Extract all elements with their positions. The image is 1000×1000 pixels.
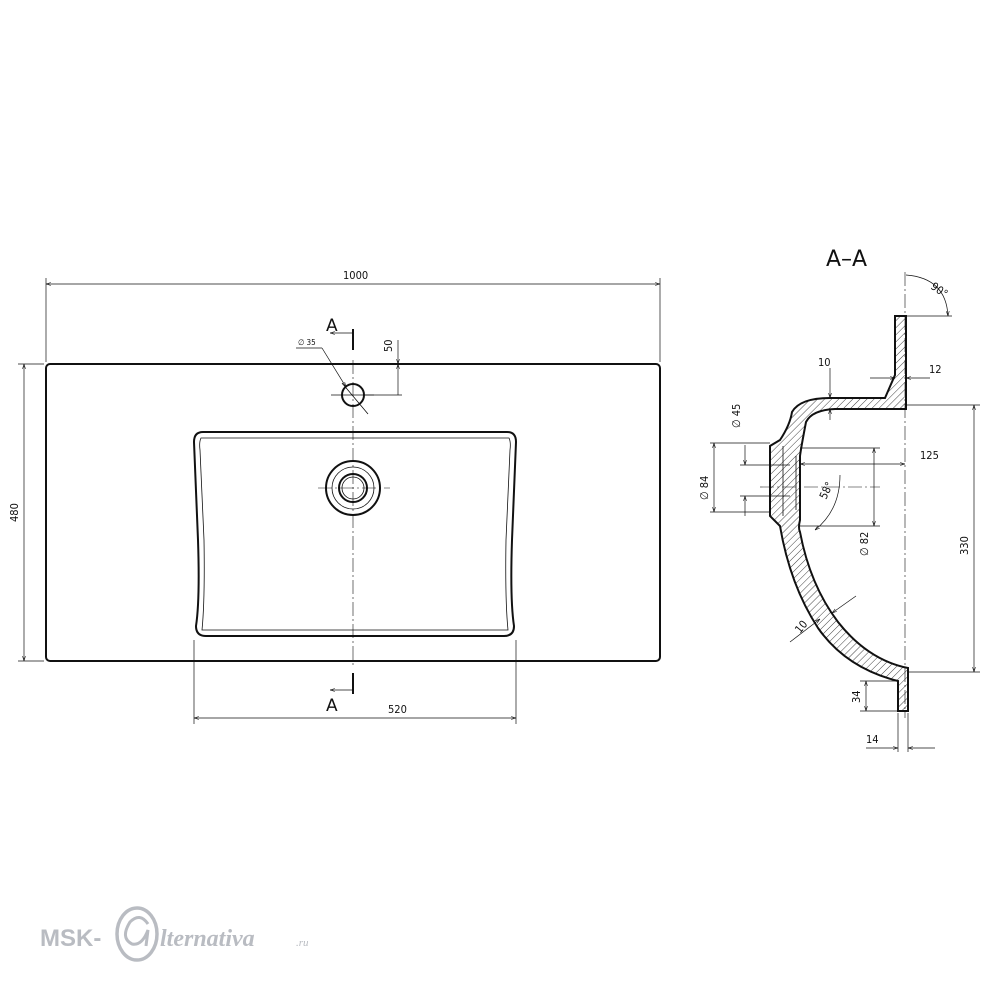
- dim-front-lip-thickness: 14: [866, 713, 935, 752]
- svg-text:∅ 84: ∅ 84: [698, 476, 711, 500]
- svg-text:480: 480: [8, 503, 21, 522]
- angle-drain: 58°: [815, 474, 841, 530]
- plan-view: A A 1000 480 520: [8, 269, 661, 724]
- dim-overall-depth: 480: [8, 363, 44, 662]
- dim-tap-diameter: ∅ 35: [296, 338, 346, 387]
- svg-text:∅ 82: ∅ 82: [858, 532, 871, 556]
- section-marker-bottom: A: [326, 673, 354, 716]
- dim-bowl-depth: 330: [906, 404, 980, 673]
- svg-text:10: 10: [818, 356, 831, 369]
- dim-front-lip-height: 34: [850, 680, 898, 712]
- svg-text:∅ 45: ∅ 45: [730, 404, 743, 428]
- svg-text:12: 12: [929, 363, 942, 376]
- watermark-logo: MSK- lternativa .ru: [40, 906, 309, 962]
- svg-text:.ru: .ru: [296, 937, 309, 949]
- svg-text:50: 50: [382, 339, 395, 352]
- svg-text:1000: 1000: [343, 269, 368, 282]
- dim-overall-width: 1000: [45, 269, 661, 362]
- tap-hole: [331, 382, 374, 415]
- section-title: A–A: [826, 247, 867, 272]
- dim-bowl-width: 520: [193, 640, 517, 724]
- svg-text:10: 10: [792, 618, 810, 636]
- svg-text:lternativa: lternativa: [160, 926, 255, 952]
- dim-drain-outer: ∅ 84: [698, 442, 770, 513]
- svg-text:MSK-: MSK-: [40, 925, 101, 952]
- section-view: A–A 90° 10 12: [698, 247, 980, 752]
- section-wall-profile: [769, 315, 909, 712]
- svg-text:330: 330: [958, 536, 971, 555]
- angle-top: 90°: [905, 274, 952, 317]
- at-sign-icon: [115, 906, 159, 962]
- svg-text:520: 520: [388, 703, 407, 716]
- dim-drain-bore: ∅ 82: [800, 447, 880, 556]
- section-marker-top: A: [326, 316, 354, 350]
- dim-flange-thickness: 12: [870, 363, 942, 378]
- dim-tap-offset: 50: [365, 339, 402, 396]
- svg-text:A: A: [326, 696, 338, 716]
- svg-text:A: A: [326, 316, 338, 336]
- svg-text:125: 125: [920, 449, 939, 462]
- dim-drain-depth: 125: [800, 449, 939, 464]
- dim-rim-thickness: 10: [818, 356, 831, 420]
- plan-drain: [318, 460, 390, 516]
- svg-text:34: 34: [850, 690, 863, 703]
- bowl-outline: [192, 431, 518, 637]
- svg-text:58°: 58°: [817, 480, 836, 501]
- svg-text:14: 14: [866, 733, 879, 746]
- svg-text:∅ 35: ∅ 35: [298, 338, 316, 347]
- dim-drain-inner: ∅ 45: [730, 404, 790, 516]
